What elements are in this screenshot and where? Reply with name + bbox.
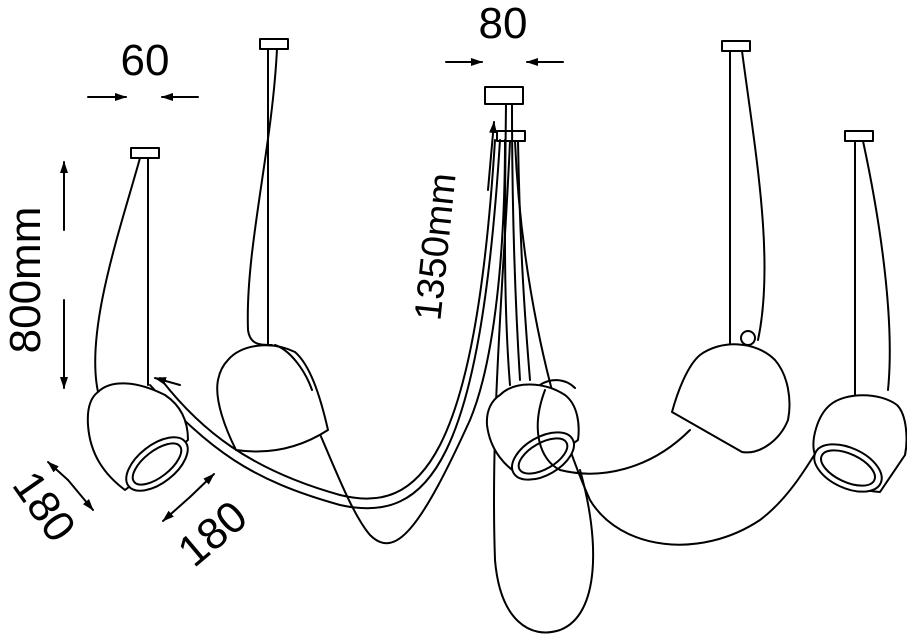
cable-lamp-5-loop [862,140,891,391]
canopy-1 [130,147,160,159]
label-canopy-small: 60 [121,36,170,85]
cable-lamp-4-loop [741,50,766,341]
cable-center-loop-right [514,140,851,546]
canopy-4 [721,40,751,52]
dim-1350-arrow-down [154,377,181,386]
canopy-2 [259,38,289,50]
lamp-4-hook [740,330,756,346]
lamp-shade-4 [671,343,791,454]
canopy-center-small [496,130,526,142]
cable-lamp-2-long [274,139,506,545]
cable-lamp-4-long [536,389,691,475]
canopy-center [484,86,524,105]
lamp-shade-5 [812,394,907,493]
label-shade-diameter-left: 180 [3,463,85,551]
dim-1350-arrow-up [487,121,498,191]
label-width-top: 80 [479,0,528,48]
cable-center-loop-down [492,140,595,634]
dim-180-right-arrow-b [162,496,191,522]
lamp-shade-1 [86,382,189,492]
cable-lamp-1-return-2 [149,139,501,510]
canopy-5 [844,130,874,142]
cable-center-2 [511,103,521,381]
label-cable-length: 1350mm [407,171,464,322]
lamp-shade-2 [216,344,329,453]
cable-center-3 [517,140,531,381]
cable-lamp-2-loop [246,48,278,346]
cable-lamp-1-loop [94,157,141,393]
dim-180-right-arrow-a [189,473,215,498]
label-drop-height: 800mm [1,207,50,354]
cable-lamp-1-return [159,139,496,500]
lamp-shade-center [485,379,580,481]
dim-180-left-arrow-b [67,479,94,511]
dim-180-left-arrow-a [47,461,69,481]
